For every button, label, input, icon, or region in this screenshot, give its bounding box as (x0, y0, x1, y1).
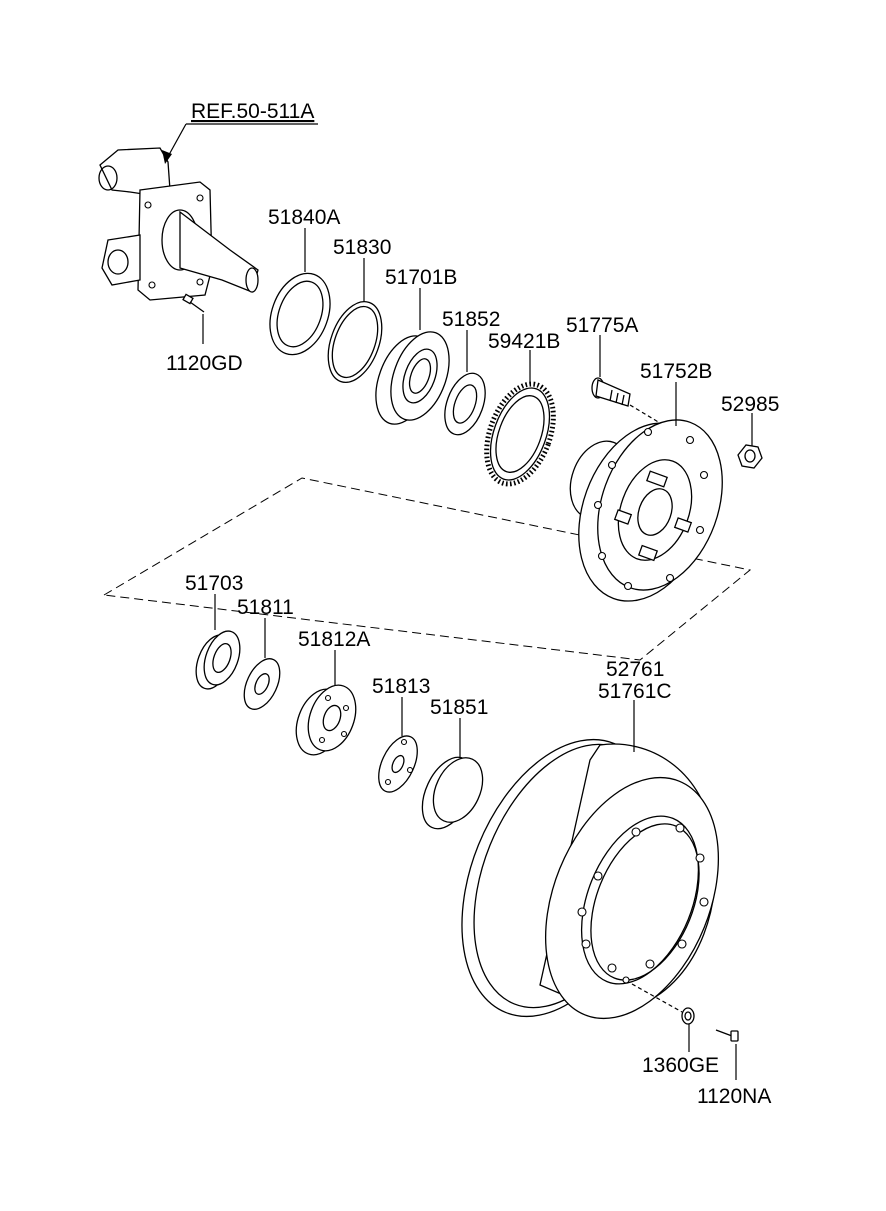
label-51701b: 51701B (385, 266, 457, 289)
lock-nut-51812a[interactable] (288, 679, 365, 762)
label-51761c: 51761C (598, 680, 672, 703)
steering-knuckle[interactable] (98, 147, 259, 301)
label-1360ge: 1360GE (642, 1054, 719, 1077)
label-ref: REF.50-511A (191, 100, 314, 123)
nut-52985[interactable] (737, 444, 763, 469)
hub-bolt-51775a[interactable] (591, 377, 631, 407)
label-52985: 52985 (721, 393, 779, 416)
bolt-1120gd[interactable] (182, 293, 205, 313)
label-51852: 51852 (442, 308, 500, 331)
seal-51840a[interactable] (259, 265, 340, 363)
label-51811: 51811 (237, 596, 294, 619)
spacer-51852[interactable] (437, 368, 493, 440)
bearing-51701b[interactable] (365, 324, 460, 432)
assembly-outline (102, 477, 752, 661)
label-51703: 51703 (185, 572, 243, 595)
label-51752b: 51752B (640, 360, 712, 383)
bearing-51703[interactable] (189, 626, 246, 694)
label-59421b: 59421B (488, 330, 560, 353)
label-51813: 51813 (372, 675, 430, 698)
bolt-1120na[interactable] (715, 1029, 739, 1042)
wheel-hub-51752b[interactable] (555, 402, 744, 619)
label-52761: 52761 (606, 658, 664, 681)
tone-wheel-59421b[interactable] (474, 375, 566, 493)
label-51851: 51851 (430, 696, 488, 719)
ref-arrowhead (162, 150, 172, 164)
washer-51811[interactable] (237, 653, 287, 715)
label-1120gd: 1120GD (166, 352, 243, 375)
lock-washer-51813[interactable] (371, 730, 425, 798)
label-51775a: 51775A (566, 314, 638, 337)
washer-1360ge[interactable] (681, 1007, 695, 1025)
ring-51830[interactable] (318, 294, 392, 389)
label-51840a: 51840A (268, 206, 340, 229)
hub-cap-51851[interactable] (412, 749, 492, 836)
brake-drum-52761[interactable] (424, 711, 751, 1046)
label-1120na: 1120NA (697, 1085, 771, 1108)
label-51812a: 51812A (298, 628, 370, 651)
label-51830: 51830 (333, 236, 391, 259)
